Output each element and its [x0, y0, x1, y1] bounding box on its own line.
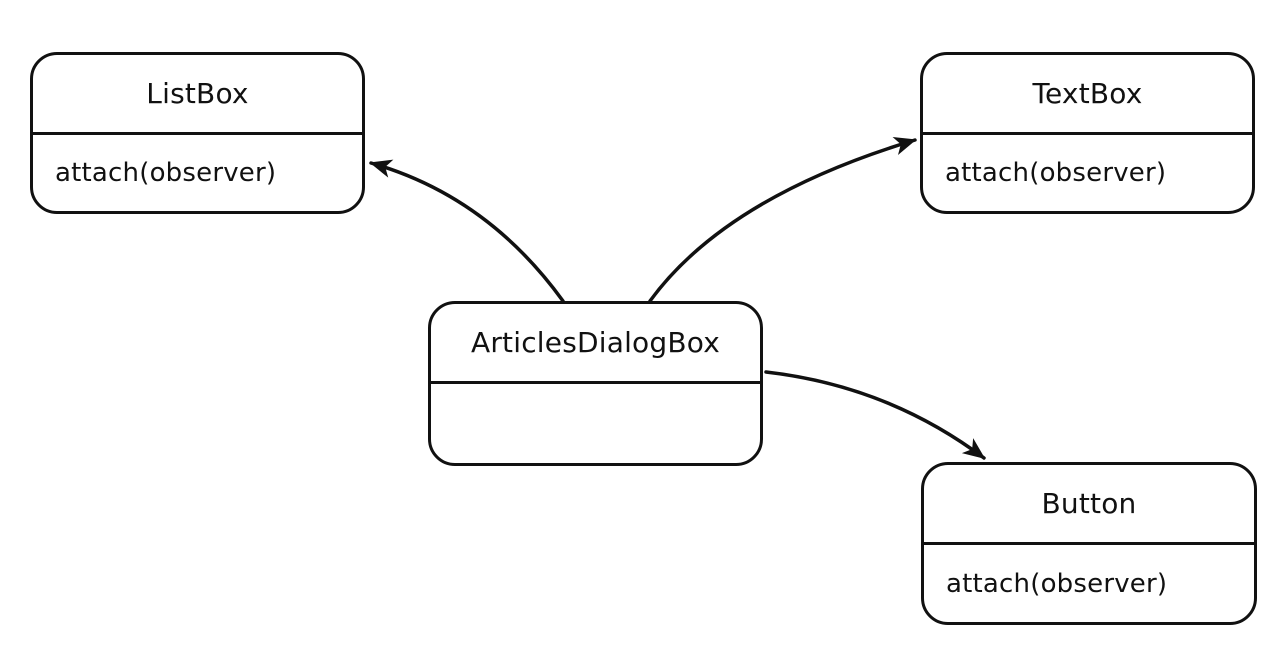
class-method-button-attach: attach(observer) — [946, 568, 1168, 599]
class-body-listbox: attach(observer) — [33, 132, 362, 211]
class-method-textbox-attach: attach(observer) — [945, 158, 1167, 188]
class-box-articlesdialogbox: ArticlesDialogBox — [428, 301, 763, 466]
class-box-button: Button attach(observer) — [921, 462, 1257, 625]
class-body-articlesdialogbox — [431, 381, 760, 463]
class-body-button: attach(observer) — [924, 542, 1254, 622]
arrow-articlesdialogbox-to-listbox — [369, 159, 565, 303]
arrow-articlesdialogbox-to-button — [764, 370, 986, 460]
arrow-articlesdialogbox-to-textbox — [648, 136, 917, 303]
class-box-textbox: TextBox attach(observer) — [920, 52, 1255, 214]
class-title-textbox: TextBox — [1032, 77, 1143, 110]
class-title-articlesdialogbox: ArticlesDialogBox — [470, 326, 721, 359]
class-method-listbox-attach: attach(observer) — [55, 158, 277, 188]
class-box-listbox: ListBox attach(observer) — [30, 52, 365, 214]
class-body-textbox: attach(observer) — [923, 132, 1252, 211]
class-title-button: Button — [1041, 487, 1137, 520]
class-title-listbox: ListBox — [146, 77, 249, 110]
